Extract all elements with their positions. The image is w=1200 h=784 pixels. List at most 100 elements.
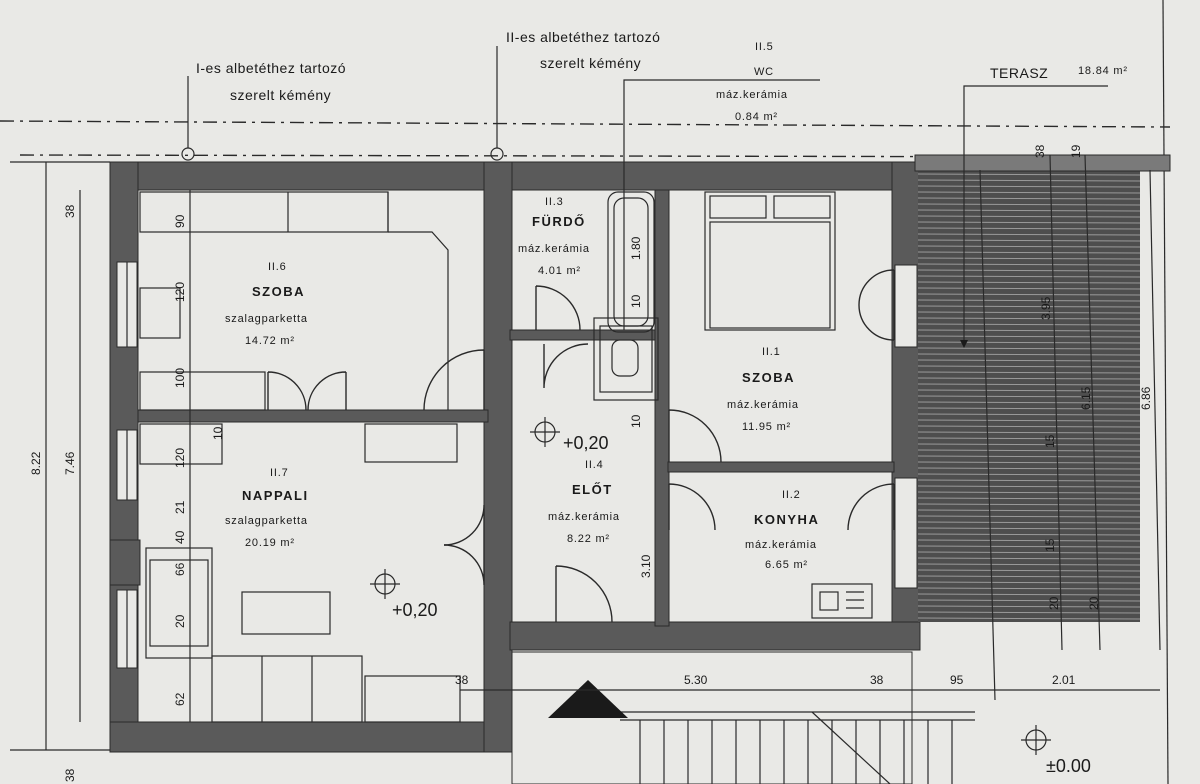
page-edge-line xyxy=(1162,0,1169,784)
terrace-deck-line xyxy=(917,497,1141,500)
terrace-deck-line xyxy=(917,341,1141,344)
terrace-deck-line xyxy=(917,533,1141,536)
living-level: +0,20 xyxy=(392,600,438,620)
terrace-deck-line xyxy=(917,515,1141,518)
dim-62: 62 xyxy=(173,692,187,706)
dim-terrace-20a: 20 xyxy=(1047,596,1061,610)
hall-floor: máz.kerámia xyxy=(548,511,620,523)
terrace-deck-line xyxy=(917,299,1141,302)
desk-room6 xyxy=(139,287,266,411)
terrace-deck-line xyxy=(917,479,1141,482)
terrace-deck-line xyxy=(917,269,1141,272)
terrace-deck-line xyxy=(917,455,1141,458)
terrace-deck-line xyxy=(917,209,1141,212)
dim-120a: 120 xyxy=(173,282,187,302)
dim-100: 100 xyxy=(173,368,187,388)
terrace-deck-line xyxy=(917,551,1141,554)
kitchen-area: 6.65 m² xyxy=(765,559,808,571)
room6-code: II.6 xyxy=(268,261,287,273)
terrace-deck-line xyxy=(917,245,1141,248)
terrace-deck-line xyxy=(917,521,1141,524)
room6-name: SZOBA xyxy=(252,284,305,299)
terrace-deck-line xyxy=(917,323,1141,326)
dim-bath-180: 1.80 xyxy=(629,236,643,260)
terrace-deck-line xyxy=(917,251,1141,254)
terrace-deck-line xyxy=(917,215,1141,218)
boundary-line-top xyxy=(0,120,1171,128)
terrace-deck-line xyxy=(917,275,1141,278)
terrace-deck-line xyxy=(917,563,1141,566)
terrace-deck-line xyxy=(917,491,1141,494)
terrace-deck-line xyxy=(917,587,1141,590)
dimension-lines xyxy=(10,154,1161,751)
coffee-table xyxy=(241,591,331,635)
terrace-deck-line xyxy=(917,287,1141,290)
wall-bottom-right xyxy=(509,621,921,651)
dim-40: 40 xyxy=(173,530,187,544)
terrace-deck-line xyxy=(917,281,1141,284)
terrace-deck-line xyxy=(917,179,1141,182)
terrace-deck-line xyxy=(917,329,1141,332)
terrace-deck-line xyxy=(917,317,1141,320)
hall-area: 8.22 m² xyxy=(567,533,610,545)
chimney-1-label-line2: szerelt kémény xyxy=(230,87,331,103)
chimney-1-label-line1: I-es albetéthez tartozó xyxy=(196,60,346,76)
dim-bottom-530: 5.30 xyxy=(684,673,708,687)
terrace-deck-line xyxy=(917,383,1141,386)
dim-bath-10: 10 xyxy=(629,294,643,308)
chimney-2-label-line2: szerelt kémény xyxy=(540,55,641,71)
kitchen-code: II.2 xyxy=(782,489,801,501)
terrace-deck-line xyxy=(917,227,1141,230)
terrace-deck-line xyxy=(917,359,1141,362)
doors xyxy=(267,269,895,623)
wc-area: 0.84 m² xyxy=(735,111,778,123)
kitchen-name: KONYHA xyxy=(754,512,819,527)
kitchen-floor: máz.kerámia xyxy=(745,539,817,551)
dim-bottom-95: 95 xyxy=(950,673,964,687)
terrace-deck-line xyxy=(917,203,1141,206)
terrace-deck-line xyxy=(917,539,1141,542)
terrace-deck-line xyxy=(917,395,1141,398)
dim-bottom-201: 2.01 xyxy=(1052,673,1076,687)
living-area: 20.19 m² xyxy=(245,537,295,549)
living-code: II.7 xyxy=(270,467,289,479)
dim-120b: 120 xyxy=(173,448,187,468)
bed xyxy=(704,191,836,331)
hall-name: ELŐT xyxy=(572,482,613,497)
stair-arrow xyxy=(548,680,628,718)
dim-terrace-38: 38 xyxy=(1033,144,1047,158)
terrace-deck-line xyxy=(917,599,1141,602)
terrace-deck-line xyxy=(917,617,1141,620)
terrace-deck-line xyxy=(917,581,1141,584)
terrace-deck-line xyxy=(917,509,1141,512)
wall-hall-room1 xyxy=(654,189,670,627)
terrace-deck-line xyxy=(917,377,1141,380)
ground-level: ±0.00 xyxy=(1046,756,1091,776)
bathroom-code: II.3 xyxy=(545,196,564,208)
wc-code: II.5 xyxy=(755,41,774,53)
dim-bottom-38a: 38 xyxy=(455,673,469,687)
terrace-deck-line xyxy=(917,365,1141,368)
wc-floor: máz.kerámia xyxy=(716,89,788,101)
room1-area: 11.95 m² xyxy=(742,421,791,433)
chimney-leaders xyxy=(181,46,1108,348)
dim-21: 21 xyxy=(173,500,187,514)
terrace-area xyxy=(914,154,1171,622)
terrace-deck-line xyxy=(917,191,1141,194)
terrace-deck-line xyxy=(917,185,1141,188)
terrace-deck-line xyxy=(917,605,1141,608)
terrace-deck-line xyxy=(917,233,1141,236)
terrace-deck-line xyxy=(917,389,1141,392)
terrace-deck-line xyxy=(917,413,1141,416)
dim-left-inner: 7.46 xyxy=(63,451,77,475)
dim-terrace-615: 6.15 xyxy=(1079,386,1093,410)
terrace-deck-line xyxy=(917,473,1141,476)
terrace-deck-line xyxy=(917,467,1141,470)
dim-hall-10: 10 xyxy=(629,414,643,428)
terrace-deck-line xyxy=(917,431,1141,434)
stairs xyxy=(511,651,975,784)
terrace-label: TERASZ xyxy=(990,65,1048,81)
room6-floor: szalagparketta xyxy=(225,313,308,325)
windows xyxy=(116,261,918,669)
